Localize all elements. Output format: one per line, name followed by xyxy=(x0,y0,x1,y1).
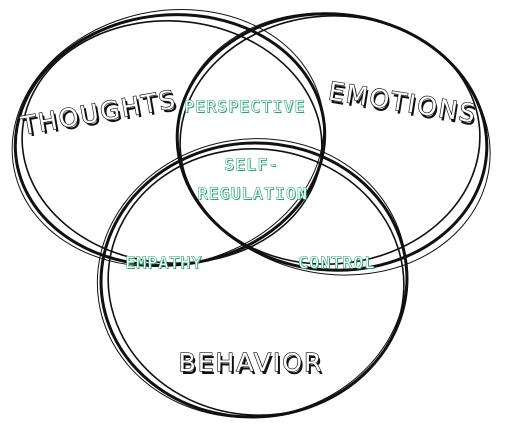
label-control-shadow: Control xyxy=(299,254,376,273)
label-thoughts: Thoughts xyxy=(18,85,179,141)
label-behavior-group: Behavior Behavior xyxy=(178,347,326,380)
label-control: Control xyxy=(298,253,375,272)
label-empathy: Empathy xyxy=(125,253,202,272)
circle-emotions xyxy=(175,12,491,276)
label-self: Self- xyxy=(224,155,279,174)
label-self-regulation-group: Self- Self- Regulation Regulation xyxy=(197,154,309,204)
label-empathy-group: Empathy Empathy xyxy=(125,252,203,273)
label-emotions: Emotions xyxy=(327,77,480,129)
label-control-group: Control Control xyxy=(298,252,376,273)
label-thoughts-group: Thoughts Thoughts xyxy=(17,84,181,143)
label-regulation: Regulation xyxy=(198,184,308,203)
label-emotions-group: Emotions Emotions xyxy=(326,76,481,132)
label-behavior: Behavior xyxy=(179,348,324,377)
circle-thoughts xyxy=(11,9,327,267)
label-self-shadow: Self- xyxy=(225,156,280,175)
label-perspective-shadow: Perspective xyxy=(185,98,306,117)
label-perspective: Perspective xyxy=(184,97,305,116)
label-perspective-group: Perspective Perspective xyxy=(184,96,306,117)
label-empathy-shadow: Empathy xyxy=(126,254,203,273)
label-behavior-shadow: Behavior xyxy=(181,351,326,380)
label-regulation-shadow: Regulation xyxy=(199,185,309,204)
circle-behavior xyxy=(96,138,409,419)
